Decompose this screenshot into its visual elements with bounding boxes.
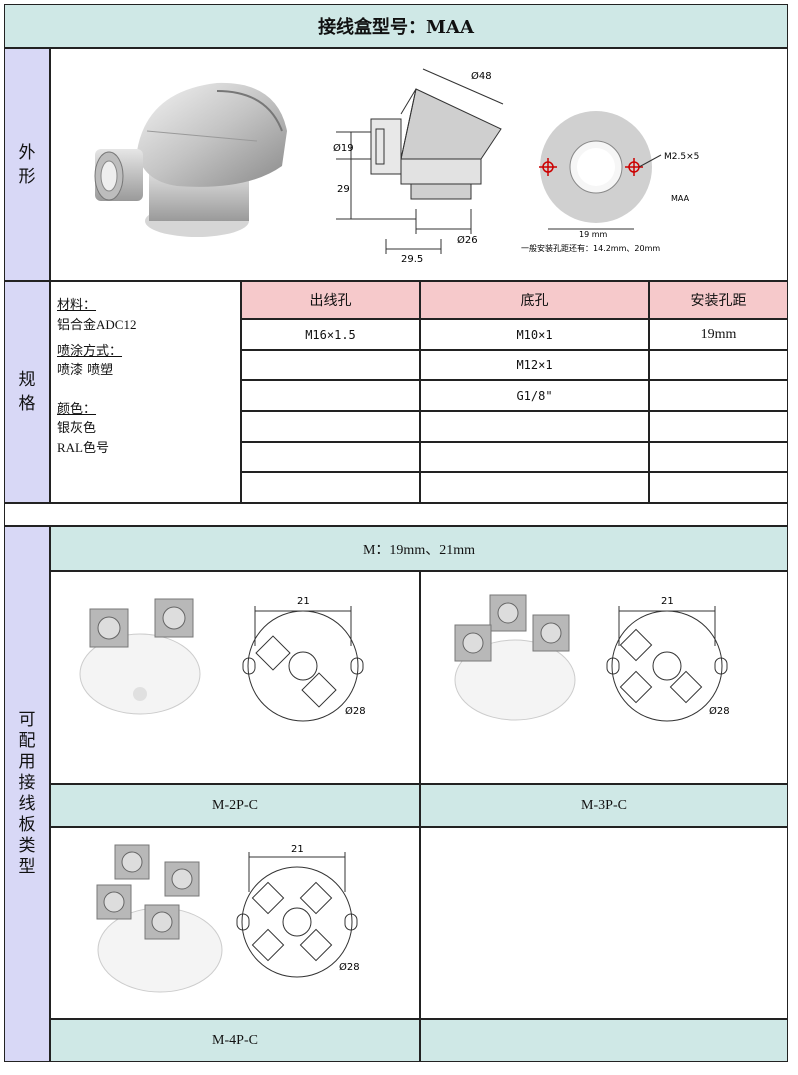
table-cell: G1/8" [420,380,649,411]
header-mount-distance: 安装孔距 [649,281,788,319]
dim-21: 21 [661,596,674,607]
dim-d28: Ø28 [339,961,360,973]
table-cell: 19mm [649,319,788,350]
header-bottom-hole: 底孔 [420,281,649,319]
terminal-3p-photo [454,594,576,721]
empty-cell [420,827,788,1019]
terminal-cell-2p: 21 Ø28 [50,571,420,784]
table-cell [649,442,788,472]
terminal-cell-4p: 21 Ø28 [50,827,420,1019]
junction-box-photo [94,82,287,237]
terminal-name-4p: M-4P-C [50,1019,420,1062]
hole-distance-label: 19 mm [579,230,608,239]
materials-cell: 材料： 铝合金ADC12 喷涂方式： 喷漆 喷塑 颜色： 银灰色 RAL色号 [50,281,241,503]
color-label: 颜色： [57,402,97,417]
terminal-header: M：19mm、21mm [50,526,788,571]
section-label-char: 板 [18,815,36,835]
dim-21: 21 [297,596,310,607]
section-label-char: 形 [18,166,36,187]
table-cell [420,442,649,472]
dim-d19: Ø19 [333,142,354,154]
terminal-2p-drawing: 21 Ø28 [242,596,366,722]
page-title: 接线盒型号：MAA [4,4,788,48]
dim-d26: Ø26 [457,234,478,246]
color-value: RAL色号 [57,440,110,455]
terminal-name-2p: M-2P-C [50,784,420,827]
table-cell [649,350,788,380]
table-cell [649,472,788,503]
spacer-row [4,503,788,526]
dimension-drawing: Ø48 Ø19 29 29.5 Ø26 [333,68,504,265]
terminal-3p-drawing: 21 Ø28 [606,596,730,722]
terminal-2p-photo [79,598,201,715]
section-label-char: 接 [18,773,36,793]
section-label-char: 格 [18,394,36,414]
section-label-specs: 规 格 [4,281,50,503]
table-cell [241,350,420,380]
hole-distance-note: 一般安装孔距还有：14.2mm、20mm [521,243,660,253]
section-label-char: 规 [18,370,36,390]
section-label-char: 配 [18,731,36,751]
section-label-char: 类 [18,836,36,856]
table-cell [241,442,420,472]
coating-value: 喷漆 喷塑 [57,363,114,378]
dim-29: 29 [337,184,350,195]
dim-d28: Ø28 [709,705,730,717]
table-cell [649,411,788,442]
table-cell: M10×1 [420,319,649,350]
section-label-char: 外 [18,142,36,163]
table-cell [241,411,420,442]
terminal-4p-photo [96,844,223,993]
terminal-cell-3p: 21 Ø28 [420,571,788,784]
dim-d28: Ø28 [345,705,366,717]
section-label-char: 用 [18,752,36,772]
material-value: 铝合金ADC12 [57,317,137,332]
empty-cell [420,1019,788,1062]
section-label-char: 型 [18,857,36,877]
material-label: 材料： [57,298,97,313]
table-cell [241,472,420,503]
table-cell [241,380,420,411]
color-value: 银灰色 [57,421,97,436]
terminal-name-3p: M-3P-C [420,784,788,827]
header-outlet-hole: 出线孔 [241,281,420,319]
appearance-panel: Ø48 Ø19 29 29.5 Ø26 M2.5×5 MAA 19 mm 一般安… [50,48,788,281]
table-cell [649,380,788,411]
table-cell: M16×1.5 [241,319,420,350]
coating-label: 喷涂方式： [57,344,123,359]
model-label: MAA [671,194,690,203]
table-cell: M12×1 [420,350,649,380]
dim-d48: Ø48 [471,70,492,82]
bottom-view-drawing: M2.5×5 MAA 19 mm 一般安装孔距还有：14.2mm、20mm [521,111,699,253]
table-cell [420,472,649,503]
table-cell [420,411,649,442]
dim-21: 21 [291,844,304,855]
dim-29-5: 29.5 [401,254,423,265]
section-label-char: 线 [18,794,36,814]
terminal-4p-drawing: 21 Ø28 [236,844,360,978]
section-label-terminals: 可 配 用 接 线 板 类 型 [4,526,50,1062]
screw-spec: M2.5×5 [664,152,699,162]
section-label-appearance: 外 形 [4,48,50,281]
section-label-char: 可 [18,710,36,730]
